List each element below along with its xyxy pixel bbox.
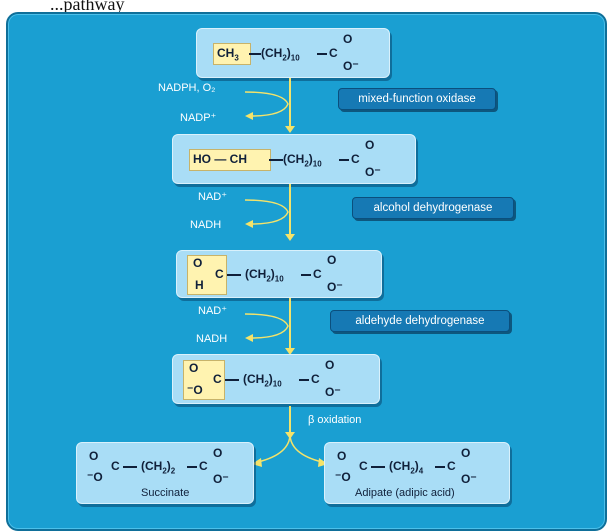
carboxylate-oxide: O⁻	[327, 280, 343, 294]
cofactor-curve	[244, 91, 289, 120]
carboxylate-oxygen: O	[213, 446, 223, 460]
aldehyde-hydrogen: H	[195, 278, 204, 292]
aldehyde-highlight	[187, 255, 227, 295]
carboxylate-carbon: C	[313, 267, 322, 281]
bond	[227, 274, 241, 276]
left-carboxylate-carbon: C	[359, 459, 368, 473]
aldehyde-acid-box: O C H (CH2)10 O C O⁻	[176, 250, 382, 298]
bond	[301, 274, 311, 276]
left-carboxylate-carbon: C	[111, 459, 120, 473]
left-carboxylate-oxygen: O	[189, 361, 199, 375]
enzyme-aldehyde-dehydrogenase: aldehyde dehydrogenase	[330, 310, 510, 332]
carboxylate-oxide: O⁻	[325, 385, 341, 399]
cofactor-in: NADPH, O₂	[158, 82, 216, 94]
carboxylate-oxide: O⁻	[365, 165, 381, 179]
cofactor-out: NADP⁺	[180, 112, 217, 124]
left-carboxylate-oxygen: O	[337, 449, 347, 463]
bond	[269, 159, 283, 161]
enzyme-alcohol-dehydrogenase: alcohol dehydrogenase	[352, 197, 514, 219]
carboxylate-carbon: C	[311, 372, 320, 386]
dicarboxylate-box: O C ⁻O (CH2)10 O C O⁻	[172, 354, 380, 404]
succinate-box: O C ⁻O (CH2)2 O C O⁻ Succinate	[76, 442, 254, 504]
bond	[299, 379, 309, 381]
carboxylate-oxide: O⁻	[461, 472, 477, 486]
methylene-chain: (CH2)2	[141, 459, 176, 476]
cofactor-out: NADH	[190, 219, 222, 231]
methylene-chain: (CH2)10	[245, 267, 284, 284]
compound-name-succinate: Succinate	[141, 487, 190, 499]
methylene-chain: (CH2)10	[243, 372, 282, 389]
bond	[123, 466, 137, 468]
top-caption: ...pathway	[50, 0, 125, 12]
bond	[225, 379, 239, 381]
cofactor-out: NADH	[196, 333, 228, 345]
bond	[187, 466, 197, 468]
carboxylate-oxide: O⁻	[343, 59, 359, 73]
methylene-chain: (CH2)10	[283, 152, 322, 169]
carboxylate-carbon: C	[199, 459, 208, 473]
bond	[317, 53, 327, 55]
branch-arrows	[252, 434, 328, 467]
hydroxy-acid-box: HO — CH (CH2)10 O C O⁻	[172, 134, 416, 184]
reaction-arrow	[285, 78, 295, 133]
compound-name-adipate: Adipate (adipic acid)	[355, 487, 455, 499]
methyl-group: CH3	[217, 46, 239, 63]
carboxylate-oxygen: O	[461, 446, 471, 460]
carboxylate-oxygen: O	[325, 358, 335, 372]
cofactor-curve	[244, 313, 289, 342]
left-carboxylate-oxide: ⁻O	[87, 470, 103, 484]
cofactor-curve	[244, 199, 289, 228]
aldehyde-oxygen: O	[193, 256, 203, 270]
carboxylate-oxygen: O	[327, 253, 337, 267]
left-carboxylate-oxide: ⁻O	[187, 383, 203, 397]
carboxylate-oxygen: O	[343, 32, 353, 46]
carboxylate-carbon: C	[447, 459, 456, 473]
bond	[371, 466, 385, 468]
carboxylate-carbon: C	[351, 152, 360, 166]
aldehyde-carbon: C	[215, 267, 224, 281]
adipate-box: O C ⁻O (CH2)4 O C O⁻ Adipate (adipic aci…	[324, 442, 510, 504]
bond	[339, 159, 349, 161]
hydroxymethyl-group: HO — CH	[193, 152, 247, 166]
carboxylate-oxygen: O	[365, 138, 375, 152]
carboxylate-oxide: O⁻	[213, 472, 229, 486]
pathway-panel: CH3 (CH2)10 O C O⁻ NADPH, O₂ NADP⁺ mixed…	[6, 12, 607, 531]
bond	[249, 53, 261, 55]
cofactor-in: NAD⁺	[198, 191, 228, 203]
left-carboxylate-oxygen: O	[89, 449, 99, 463]
left-carboxylate-oxide: ⁻O	[335, 470, 351, 484]
reaction-arrow	[285, 406, 295, 439]
left-carboxylate-carbon: C	[213, 372, 222, 386]
reaction-arrow	[285, 298, 295, 355]
dodecanoate-box: CH3 (CH2)10 O C O⁻	[196, 28, 390, 78]
methylene-chain: (CH2)4	[389, 459, 424, 476]
bond	[435, 466, 445, 468]
beta-oxidation-label: β oxidation	[308, 414, 362, 426]
methylene-chain: (CH2)10	[261, 46, 300, 63]
reaction-arrow	[285, 184, 295, 241]
carboxylate-highlight	[183, 360, 225, 400]
enzyme-mixed-function-oxidase: mixed-function oxidase	[338, 88, 496, 110]
carboxylate-carbon: C	[329, 46, 338, 60]
cofactor-in: NAD⁺	[198, 305, 228, 317]
